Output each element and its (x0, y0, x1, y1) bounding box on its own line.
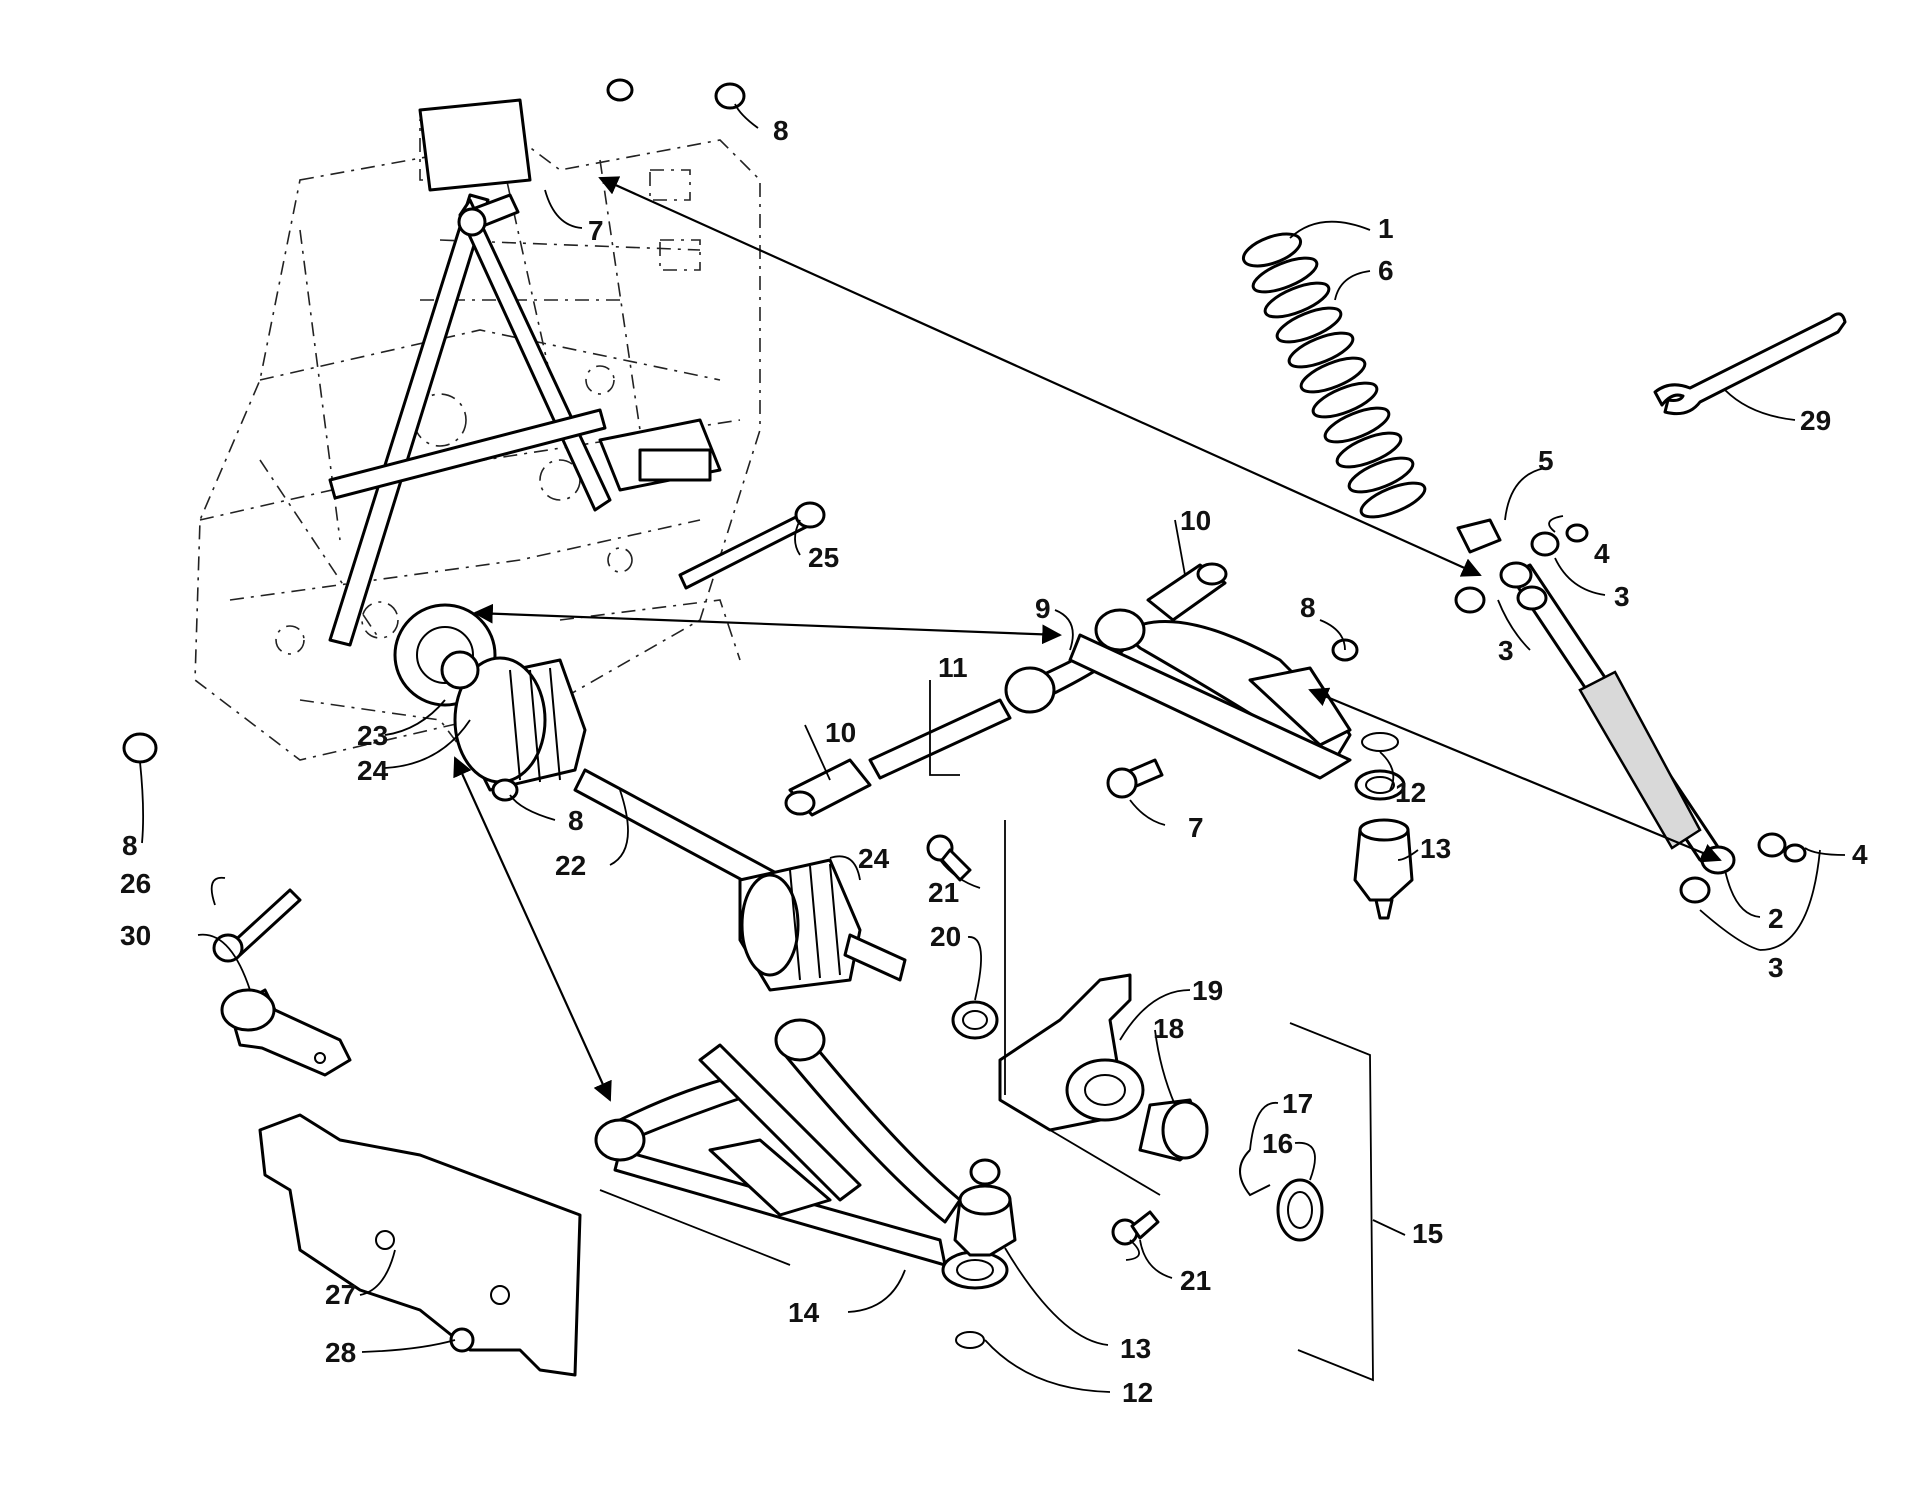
callout-15: 15 (1412, 1218, 1443, 1249)
callout-20: 20 (930, 921, 961, 952)
callout-24: 24 (357, 755, 389, 786)
callout-8: 8 (568, 805, 584, 836)
callout-24: 24 (858, 843, 890, 874)
shock-assembly (1241, 232, 1847, 904)
callout-25: 25 (808, 542, 839, 573)
callout-1: 1 (1378, 213, 1394, 244)
callout-8: 8 (122, 830, 138, 861)
callout-22: 22 (555, 850, 586, 881)
skid-plate (258, 1113, 582, 1377)
assembly-arrows (453, 176, 1722, 1102)
callout-19: 19 (1192, 975, 1223, 1006)
callout-3: 3 (1498, 635, 1514, 666)
callout-7: 7 (588, 215, 604, 246)
callout-28: 28 (325, 1337, 356, 1368)
callout-5: 5 (1538, 445, 1554, 476)
knuckle-hub (926, 834, 1324, 1246)
callout-12: 12 (1122, 1377, 1153, 1408)
callout-7: 7 (1188, 812, 1204, 843)
callout-12: 12 (1395, 777, 1426, 808)
callout-27: 27 (325, 1279, 356, 1310)
callout-26: 26 (120, 868, 151, 899)
callout-13: 13 (1120, 1333, 1151, 1364)
callout-4: 4 (1852, 839, 1868, 870)
callout-10: 10 (825, 717, 856, 748)
cv-axle (440, 650, 907, 992)
callout-3: 3 (1768, 952, 1784, 983)
callout-8: 8 (773, 115, 789, 146)
spring-seat (1456, 518, 1502, 554)
callout-9: 9 (1035, 593, 1051, 624)
callout-2: 2 (1768, 903, 1784, 934)
callout-21: 21 (928, 877, 959, 908)
callout-17: 17 (1282, 1088, 1313, 1119)
callout-3: 3 (1614, 581, 1630, 612)
callout-10: 10 (1180, 505, 1211, 536)
callout-21: 21 (1180, 1265, 1211, 1296)
hardware (122, 78, 826, 963)
callout-13: 13 (1420, 833, 1451, 864)
callout-6: 6 (1378, 255, 1394, 286)
callout-14: 14 (788, 1297, 820, 1328)
callout-16: 16 (1262, 1128, 1293, 1159)
callout-23: 23 (357, 720, 388, 751)
callout-11: 11 (938, 652, 968, 683)
leader-lines (139, 103, 1846, 1393)
tool-30 (220, 988, 352, 1077)
lower-a-arm (594, 1018, 1017, 1349)
callout-8: 8 (1300, 592, 1316, 623)
callout-30: 30 (120, 920, 151, 951)
callout-29: 29 (1800, 405, 1831, 436)
callout-4: 4 (1594, 538, 1610, 569)
callout-labels: 1 6 29 5 4 3 3 4 2 3 8 7 25 10 9 8 11 10… (120, 115, 1868, 1408)
spanner-wrench (1653, 312, 1847, 416)
callout-18: 18 (1153, 1013, 1184, 1044)
